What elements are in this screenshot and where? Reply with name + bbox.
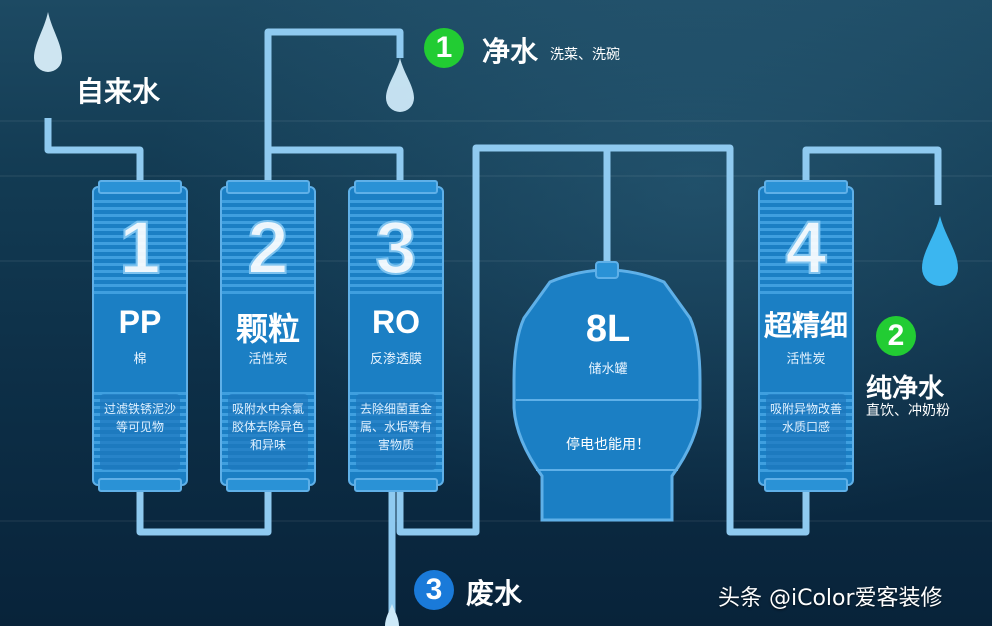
filter-number: 1 xyxy=(118,206,161,289)
filter-cartridge-1: 1 PP 棉 过滤铁锈泥沙等可见物 xyxy=(92,180,188,492)
filter-description: 吸附水中余氯胶体去除异色和异味 xyxy=(228,394,308,470)
filter-subtitle: 活性炭 xyxy=(248,352,288,367)
filter-cartridge-4: 4 超精细 活性炭 吸附异物改善水质口感 xyxy=(758,180,854,492)
filter-number: 2 xyxy=(246,206,289,289)
filter-cap xyxy=(226,180,310,194)
filter-cartridge-2: 2 颗粒 活性炭 吸附水中余氯胶体去除异色和异味 xyxy=(220,180,316,492)
outlet-title-2: 纯净水 xyxy=(866,374,945,404)
filter-subtitle: 棉 xyxy=(133,352,147,367)
pipe-3-to-tank xyxy=(396,144,810,536)
pipe-4-outlet xyxy=(802,146,942,205)
water-drop-icon xyxy=(922,216,958,286)
filter-cap xyxy=(354,478,438,492)
outlet-title-1: 净水 xyxy=(482,35,539,68)
filter-description: 吸附异物改善水质口感 xyxy=(766,394,846,470)
filter-ribs xyxy=(222,200,314,296)
filter-ribs xyxy=(760,200,852,296)
filter-number: 3 xyxy=(374,206,417,289)
outlet-badge-2: 2 xyxy=(876,316,916,356)
filter-description: 过滤铁锈泥沙等可见物 xyxy=(100,394,180,470)
tank-note: 停电也能用！ xyxy=(566,437,650,453)
pipe-inlet xyxy=(44,118,144,186)
filter-ribs xyxy=(350,200,442,296)
water-drop-icon xyxy=(385,604,399,626)
outlet-badge-3: 3 xyxy=(414,570,454,610)
pipe-2-clean-outlet xyxy=(264,28,404,186)
filter-cartridge-3: 3 RO 反渗透膜 去除细菌重金属、水垢等有害物质 xyxy=(348,180,444,492)
water-drop-icon xyxy=(34,12,62,72)
outlet-badge-1: 1 xyxy=(424,28,464,68)
filter-cap xyxy=(354,180,438,194)
pipe-2-to-3 xyxy=(264,146,404,186)
pipe-1-to-2 xyxy=(136,486,272,536)
filter-cap xyxy=(98,180,182,194)
filter-subtitle: 活性炭 xyxy=(786,352,826,367)
filter-number: 4 xyxy=(784,206,827,289)
watermark: 头条 @iColor爱客装修 xyxy=(718,586,943,611)
tank-name: 储水罐 xyxy=(588,362,628,377)
filter-name: RO xyxy=(372,304,420,340)
outlet-subtitle-1: 洗菜、洗碗 xyxy=(550,47,620,63)
filter-name: 超精细 xyxy=(763,310,848,341)
filter-cap xyxy=(98,478,182,492)
outlet-subtitle-2: 直饮、冲奶粉 xyxy=(866,403,950,419)
storage-tank-icon xyxy=(512,261,702,522)
filter-ribs xyxy=(94,200,186,296)
filter-name: PP xyxy=(118,304,162,340)
inlet-label: 自来水 xyxy=(76,75,161,108)
tank-capacity: 8L xyxy=(585,308,631,350)
water-drop-icon xyxy=(386,58,414,112)
filter-subtitle: 反渗透膜 xyxy=(369,352,422,367)
filter-description: 去除细菌重金属、水垢等有害物质 xyxy=(356,394,436,470)
outlet-title-3: 废水 xyxy=(466,577,523,610)
filter-cap xyxy=(226,478,310,492)
filter-cap xyxy=(764,180,848,194)
filter-cap xyxy=(764,478,848,492)
filter-name: 颗粒 xyxy=(235,311,300,347)
